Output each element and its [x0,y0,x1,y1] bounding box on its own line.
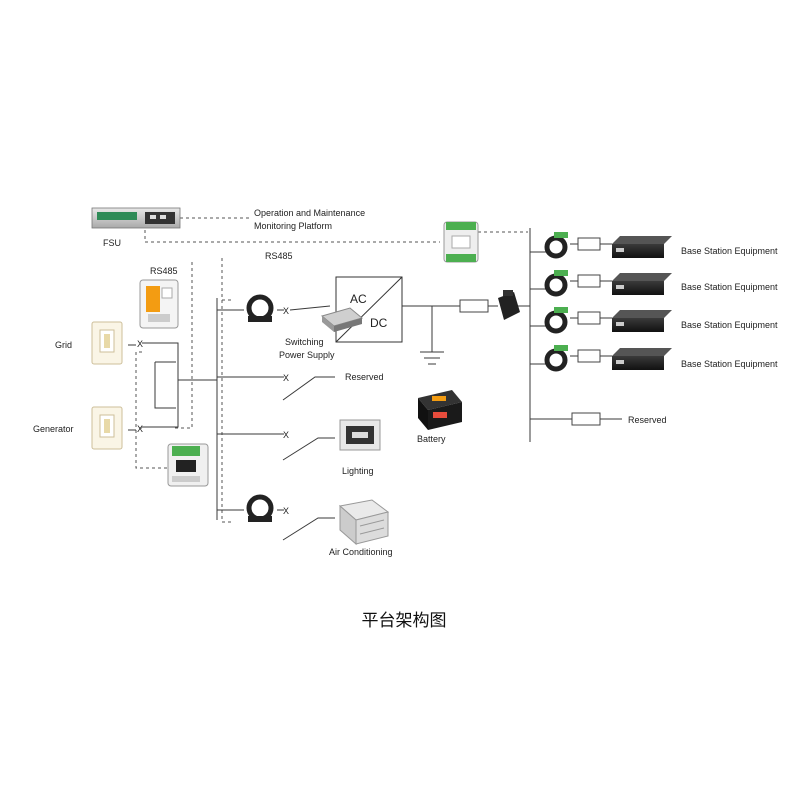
lighting-label: Lighting [342,466,374,476]
grid-meter-icon [91,321,123,365]
battery-label: Battery [417,434,446,444]
rack-icon-bs2 [612,273,672,295]
dc-fuse [459,299,489,313]
base-station-label-3: Base Station Equipment [681,320,778,330]
base-station-label-2: Base Station Equipment [681,282,778,292]
fuse-bs2 [577,274,601,288]
dashed-comm-lines [135,217,528,523]
switch-marks: X X X X X X [137,306,289,516]
right-feeders [544,232,672,426]
ac-label: AC [350,292,367,306]
grid-label: Grid [55,340,72,350]
switching-power-supply-icon [320,307,364,332]
psu-label-line1: Switching [285,337,324,347]
air-conditioning-icon [338,499,390,546]
rack-icon-bs1 [612,236,672,258]
switch-x-psu: X [283,306,289,316]
platform-label-line2: Monitoring Platform [254,221,332,231]
battery-icon [418,390,462,430]
ct-ring-icon-ac [246,494,274,522]
rs485-left-label: RS485 [150,266,178,276]
dc-sensor-icon [498,290,520,320]
fuse-bs3 [577,311,601,325]
reserved-left-label: Reserved [345,372,384,382]
rs485-meter-icon [139,279,179,329]
switch-x-reserved: X [283,373,289,383]
switch-x-grid: X [137,339,143,349]
platform-label-line1: Operation and Maintenance [254,208,365,218]
ct-ring-icon-bs1 [544,232,568,259]
base-station-label-1: Base Station Equipment [681,246,778,256]
fuse-reserved [571,412,601,426]
base-station-label-4: Base Station Equipment [681,359,778,369]
rack-icon-bs3 [612,310,672,332]
ct-ring-icon-bs4 [544,345,568,372]
ct-ring-icon-bs3 [544,307,568,334]
switch-x-generator: X [137,424,143,434]
diagram-caption: 平台架构图 [362,611,447,631]
ac-dc-converter-box: AC DC [335,276,403,343]
ct-ring-icon-psu [246,294,274,322]
generator-meter-icon [91,406,123,450]
fsu-device-icon [91,207,181,229]
power-lines [128,228,622,541]
switch-x-ac: X [283,506,289,516]
energy-meter-icon [167,443,209,487]
monitoring-module-icon [443,221,479,263]
rack-icon-bs4 [612,348,672,370]
lighting-icon [339,419,381,451]
psu-label-line2: Power Supply [279,350,335,360]
labels: Operation and Maintenance Monitoring Pla… [33,208,778,557]
generator-label: Generator [33,424,74,434]
dc-label: DC [370,316,388,330]
switch-x-lighting: X [283,430,289,440]
fuse-bs4 [577,349,601,363]
fuse-bs1 [577,237,601,251]
fsu-label: FSU [103,238,121,248]
air-conditioning-label: Air Conditioning [329,547,393,557]
reserved-right-label: Reserved [628,415,667,425]
rs485-center-label: RS485 [265,251,293,261]
ct-ring-icon-bs2 [544,270,568,297]
